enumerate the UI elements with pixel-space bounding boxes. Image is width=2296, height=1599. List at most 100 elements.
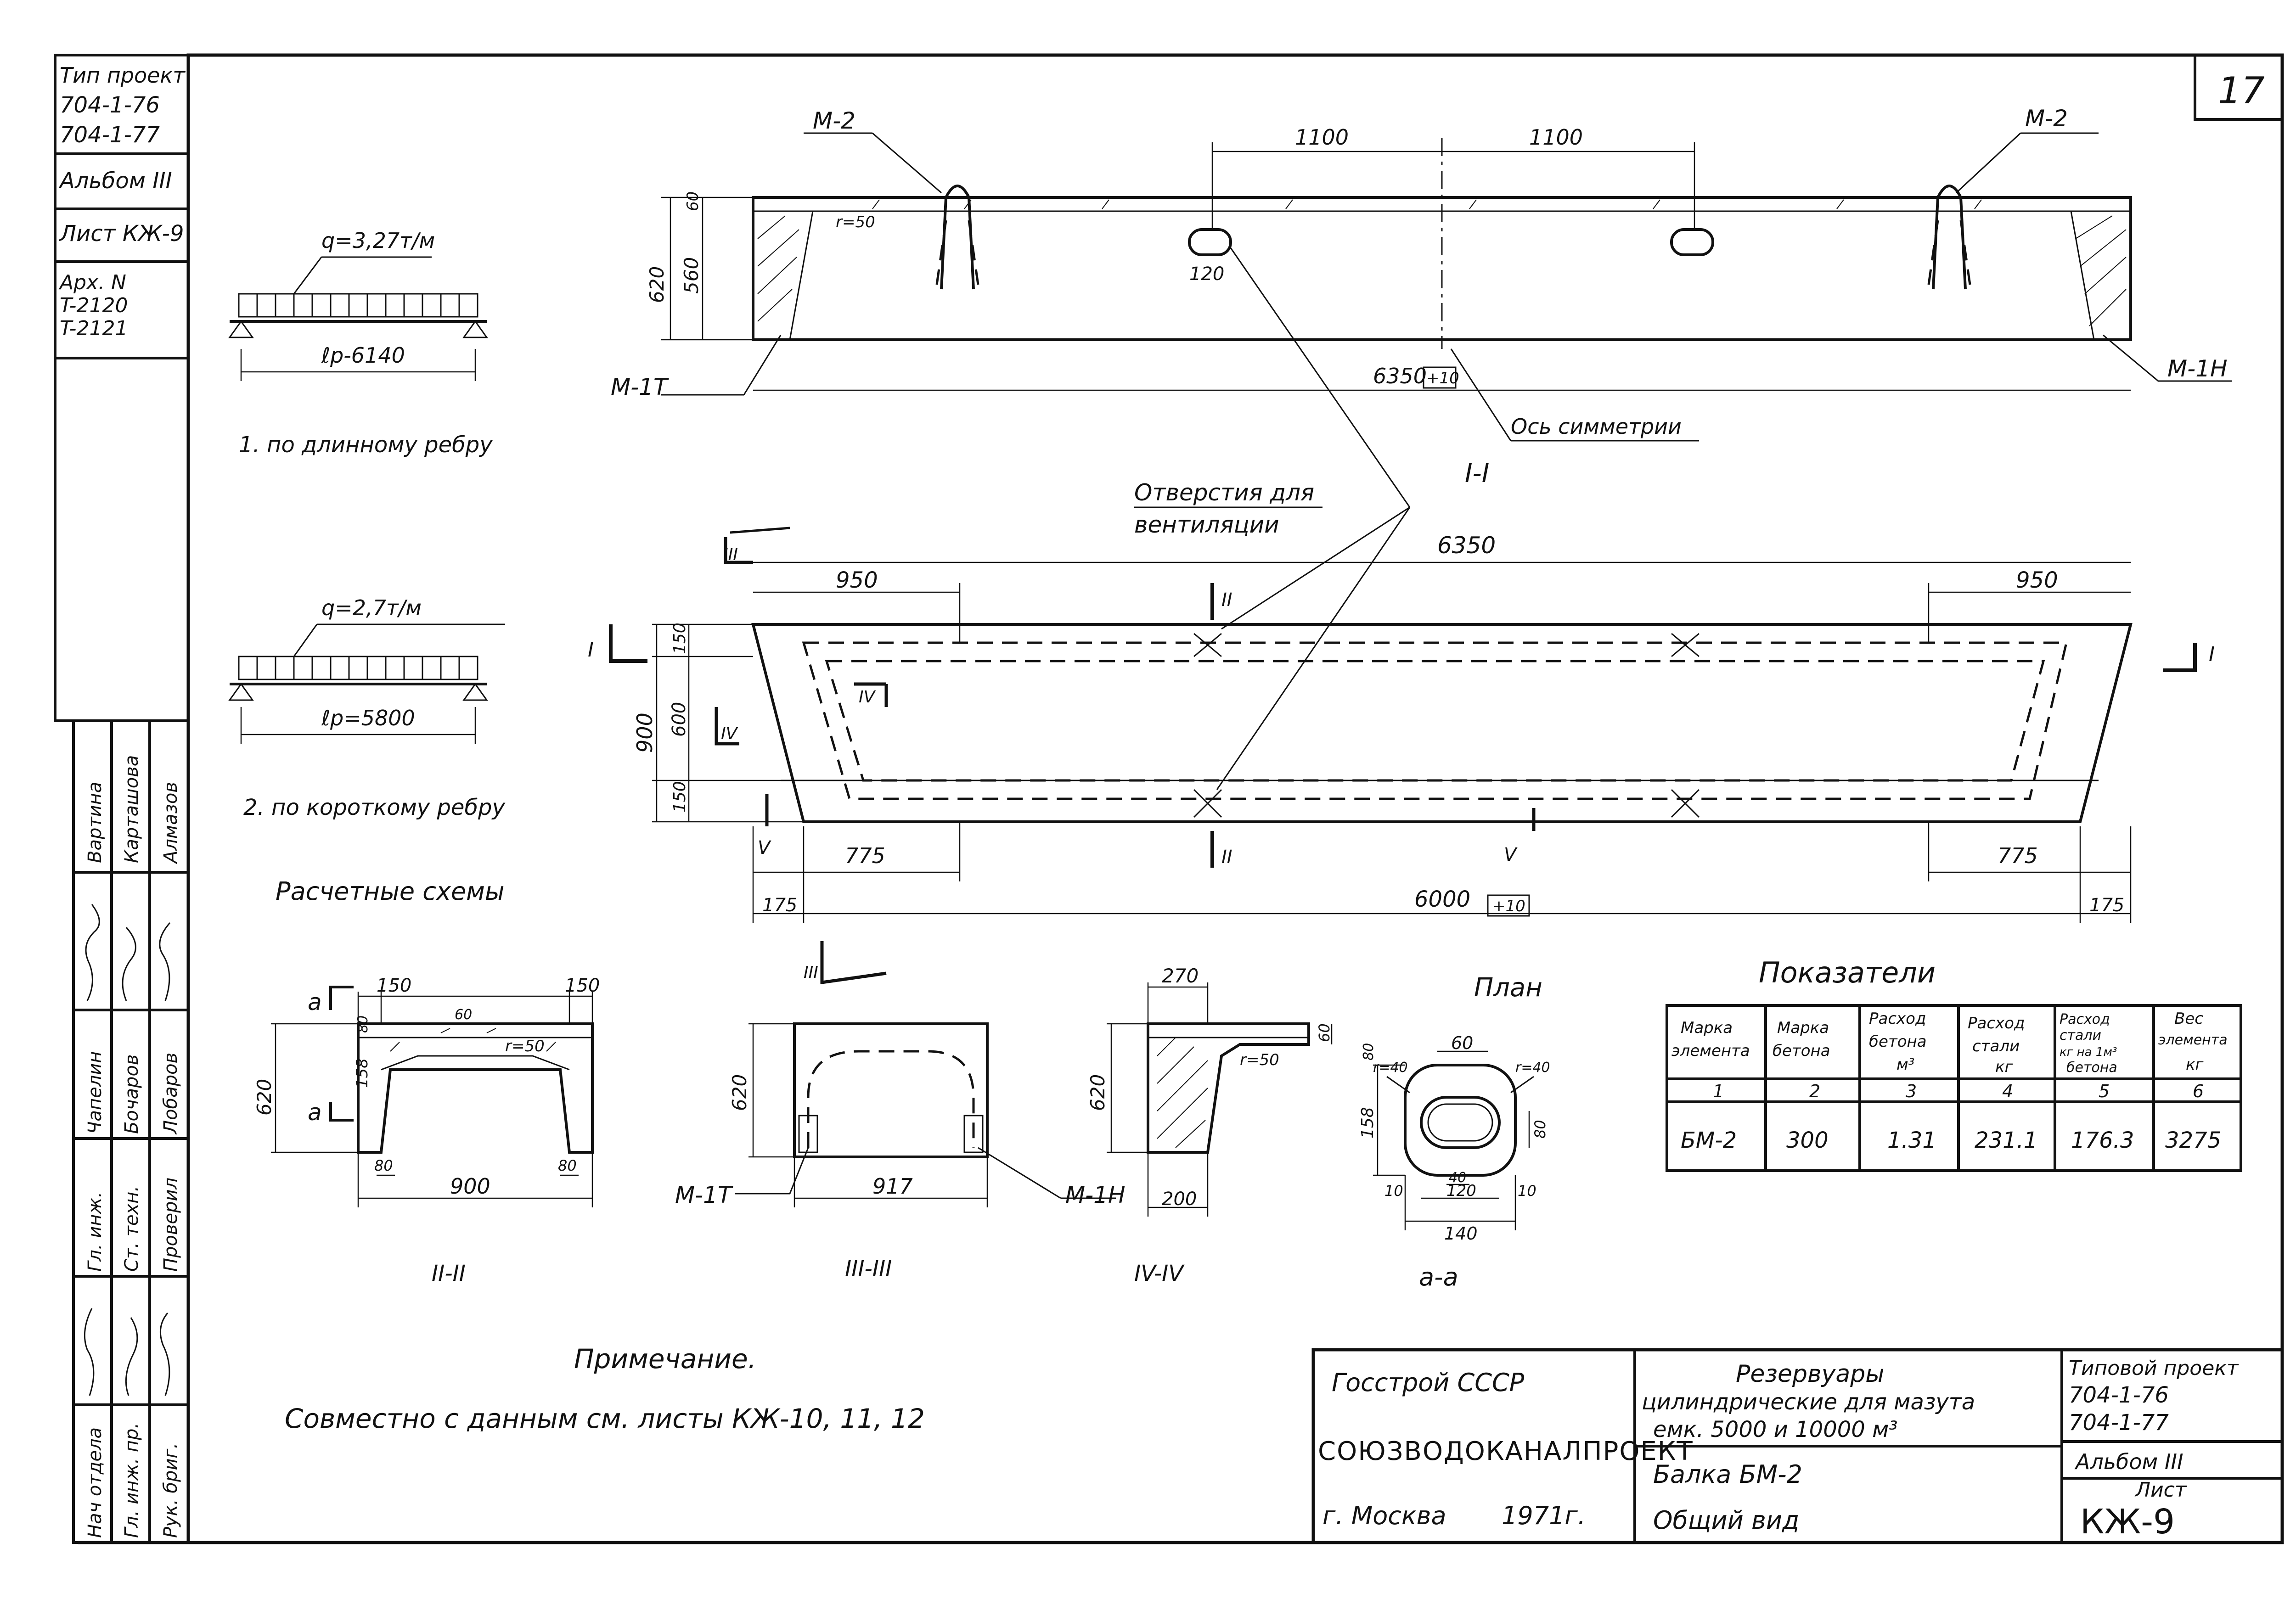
sig-role-1: Нач отдела bbox=[84, 1427, 106, 1538]
s1-m2-right: М-2 bbox=[2025, 105, 2068, 132]
s2-label: II-II bbox=[432, 1261, 466, 1286]
sig-role-4: Гл. инж. bbox=[84, 1192, 106, 1272]
scheme2-load: q=2,7т/м bbox=[321, 595, 422, 620]
ind-h4-3: кг bbox=[1995, 1058, 2014, 1076]
s3-mark-m1t: М-1Т bbox=[675, 1182, 733, 1208]
ind-num-4: 4 bbox=[2002, 1081, 2013, 1101]
section-a-a bbox=[1373, 1050, 1534, 1230]
s4-dim-620: 620 bbox=[1086, 1074, 1109, 1111]
tb-view: Общий вид bbox=[1653, 1506, 1799, 1535]
sig-name-2: Карташова bbox=[121, 755, 142, 863]
tb-object-1: Резервуары bbox=[1736, 1360, 1884, 1388]
ind-h6-1: Вес bbox=[2174, 1010, 2203, 1028]
s2-dim-900: 900 bbox=[450, 1174, 490, 1199]
s2-dim-620: 620 bbox=[253, 1079, 276, 1116]
schemes-title: Расчетные схемы bbox=[276, 877, 505, 906]
vent-leaders bbox=[1134, 247, 1411, 790]
sig-name-4: Чапелин bbox=[84, 1051, 106, 1134]
s1-dim-620: 620 bbox=[646, 266, 668, 303]
ind-h5-1: Расход bbox=[2060, 1011, 2110, 1027]
ind-h2-2: бетона bbox=[1773, 1042, 1830, 1060]
plan-cut-iii-bottom: III bbox=[804, 963, 818, 982]
plan-cut-iv: IV bbox=[859, 688, 876, 707]
section-4-4 bbox=[1107, 982, 1333, 1217]
plan-view bbox=[609, 527, 2197, 985]
s3-mark-m1h: М-1Н bbox=[1065, 1182, 1125, 1208]
s2-dim-60: 60 bbox=[455, 1007, 472, 1023]
plan-dim-600: 600 bbox=[669, 702, 690, 737]
sa-dim-80: 80 bbox=[1531, 1120, 1549, 1139]
plan-dim-950-l: 950 bbox=[836, 567, 878, 593]
tb-project-num-1: 704-1-76 bbox=[2069, 1382, 2169, 1408]
ind-val-weight: 3275 bbox=[2165, 1128, 2221, 1153]
plan-dim-6000: 6000 bbox=[1414, 886, 1470, 912]
ind-val-concrete: 300 bbox=[1786, 1128, 1829, 1153]
sa-dim-158: 158 bbox=[1358, 1107, 1377, 1139]
s1-axis-label: Ось симметрии bbox=[1511, 414, 1682, 439]
stamp-archive-3: T-2121 bbox=[60, 317, 128, 340]
s1-tol-6350: +10 bbox=[1426, 369, 1459, 387]
ind-h5-4: бетона bbox=[2066, 1060, 2117, 1076]
stamp-album: Альбом III bbox=[58, 168, 172, 194]
scheme1-caption: 1. по длинному ребру bbox=[239, 432, 493, 458]
vent-label-2: вентиляции bbox=[1134, 511, 1279, 538]
plan-tol-6000: +10 bbox=[1492, 897, 1525, 915]
section-1-1 bbox=[661, 132, 2232, 442]
ind-h1-1: Марка bbox=[1681, 1019, 1733, 1037]
tb-year: 1971г. bbox=[1502, 1501, 1586, 1530]
scheme2-span: ℓр=5800 bbox=[321, 706, 415, 730]
note-title: Примечание. bbox=[574, 1343, 756, 1375]
ind-h3-2: бетона bbox=[1869, 1032, 1927, 1051]
sa-dim-140: 140 bbox=[1444, 1223, 1478, 1244]
signature-scribbles bbox=[84, 904, 171, 1396]
tb-project-label: Типовой проект bbox=[2069, 1357, 2239, 1380]
s1-section-label: I-I bbox=[1465, 459, 1489, 488]
plan-dim-775-r: 775 bbox=[1998, 843, 2038, 868]
plan-label: План bbox=[1474, 973, 1542, 1003]
plan-cut-v-left: V bbox=[758, 837, 771, 858]
ind-val-steel-per-m3: 176.3 bbox=[2071, 1128, 2134, 1153]
ind-num-6: 6 bbox=[2193, 1081, 2204, 1101]
s1-dim-560: 560 bbox=[680, 257, 703, 294]
sa-dim-r-left: r=40 bbox=[1373, 1060, 1408, 1076]
ind-h6-2: элемента bbox=[2158, 1032, 2228, 1048]
scheme1-span: ℓр-6140 bbox=[321, 343, 405, 368]
sa-dim-10-right: 10 bbox=[1518, 1182, 1536, 1200]
s2-dim-150-r: 150 bbox=[565, 975, 600, 996]
scheme1-load: q=3,27т/м bbox=[321, 228, 435, 253]
s1-dim-1100-a: 1100 bbox=[1295, 125, 1349, 150]
tb-album: Альбом III bbox=[2074, 1449, 2183, 1474]
s1-dim-6350: 6350 bbox=[1373, 364, 1427, 388]
sa-dim-10-left: 10 bbox=[1384, 1182, 1403, 1200]
s4-label: IV-IV bbox=[1134, 1261, 1185, 1286]
tb-org: Госстрой СССР bbox=[1332, 1368, 1525, 1397]
s3-dim-620: 620 bbox=[728, 1074, 751, 1111]
ind-h5-2: стали bbox=[2060, 1027, 2101, 1044]
s4-dim-60: 60 bbox=[1316, 1023, 1333, 1042]
s2-dim-158: 158 bbox=[353, 1058, 371, 1088]
s2-cut-a-top: а bbox=[308, 989, 322, 1016]
stamp-sheet: Лист КЖ-9 bbox=[59, 221, 184, 247]
plan-cut-i-right: I bbox=[2209, 643, 2215, 666]
sa-dim-60: 60 bbox=[1451, 1033, 1473, 1053]
ind-num-3: 3 bbox=[1906, 1081, 1917, 1101]
ind-h4-2: стали bbox=[1972, 1037, 2020, 1055]
stamp-project-num-1: 704-1-76 bbox=[60, 92, 160, 118]
sig-role-3: Рук. бриг. bbox=[160, 1443, 181, 1538]
sig-role-2: Гл. инж. пр. bbox=[121, 1423, 142, 1538]
note-text: Совместно с данным см. листы КЖ-10, 11, … bbox=[285, 1403, 925, 1434]
s4-dim-270: 270 bbox=[1162, 965, 1199, 987]
s1-mark-m1t: М-1Т bbox=[611, 374, 669, 400]
sig-name-1: Вартина bbox=[84, 782, 106, 863]
ind-val-mark: БМ-2 bbox=[1681, 1128, 1737, 1153]
s3-label: III-III bbox=[845, 1256, 892, 1282]
page-number: 17 bbox=[2218, 69, 2265, 112]
plan-dim-150-b: 150 bbox=[670, 781, 689, 813]
plan-dim-900: 900 bbox=[632, 713, 657, 753]
sig-role-5: Ст. техн. bbox=[121, 1186, 142, 1272]
plan-cut-ii-top: II bbox=[1221, 589, 1232, 611]
ind-h2-1: Марка bbox=[1777, 1019, 1829, 1037]
tb-element: Балка БМ-2 bbox=[1653, 1460, 1802, 1489]
plan-dim-950-r: 950 bbox=[2016, 567, 2058, 593]
